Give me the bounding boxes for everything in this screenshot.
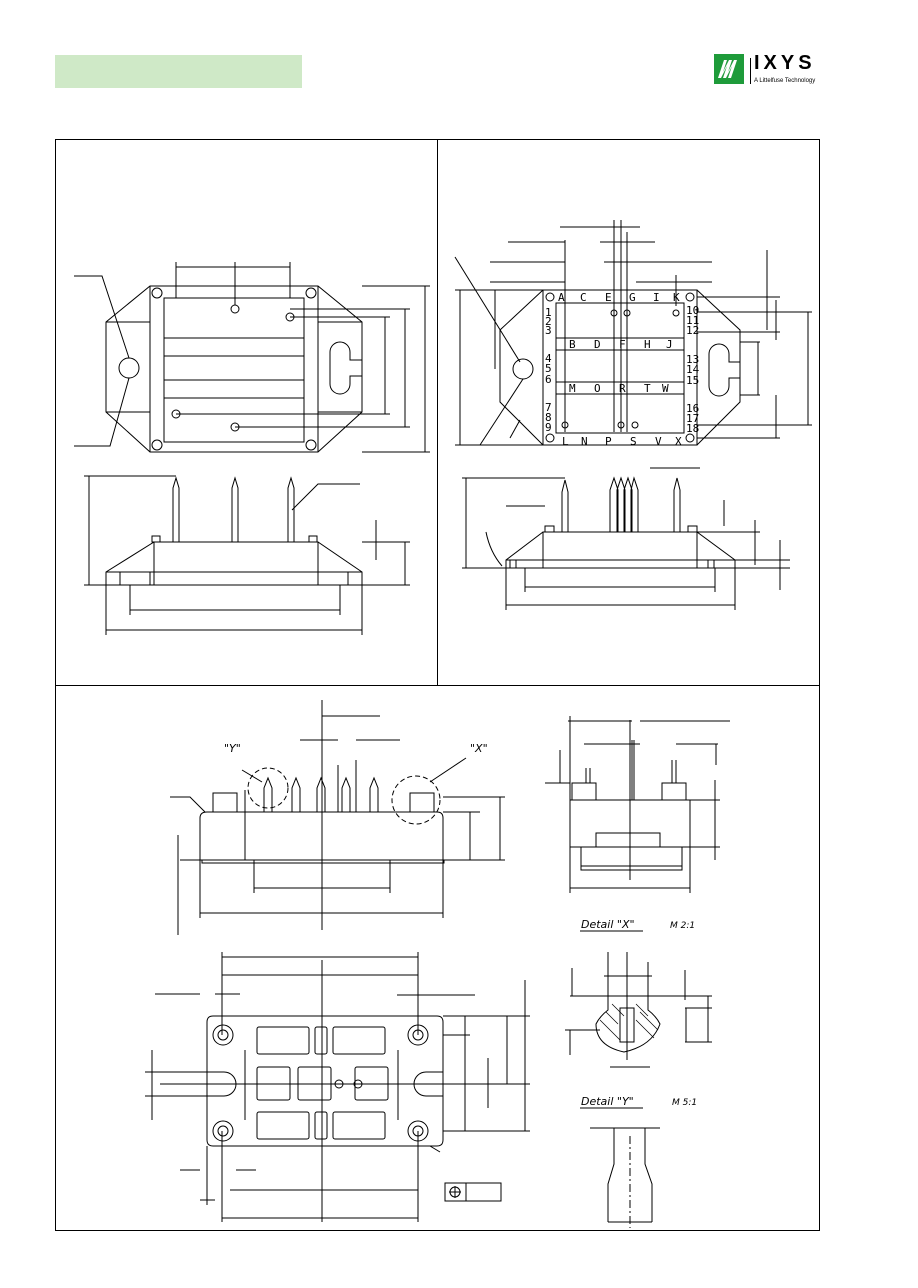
pin-number-11: 11 [686, 314, 699, 327]
pin-letter-k: K [673, 291, 680, 304]
pin-letter-h: H [644, 338, 651, 351]
pin-letter-b: B [569, 338, 576, 351]
pin-letter-o: O [594, 382, 601, 395]
pin-letter-g: G [629, 291, 636, 304]
pin-number-10: 10 [686, 304, 699, 317]
pin-letter-r: R [619, 382, 626, 395]
pin-letter-t: T [644, 382, 651, 395]
pin-letter-s: S [630, 435, 637, 448]
detail-x-scale: M 2:1 [670, 921, 695, 931]
pin-letter-e: E [605, 291, 612, 304]
pin-letter-p: P [605, 435, 612, 448]
bottom-side-view [545, 716, 730, 893]
detail-x-callout: "X" [470, 742, 488, 755]
title-bar [55, 55, 302, 88]
top-left-top-view [74, 262, 430, 453]
detail-y-scale: M 5:1 [672, 1098, 697, 1108]
pin-letter-a: A [558, 291, 565, 304]
top-right-top-view [454, 220, 812, 446]
pin-number-2: 2 [545, 315, 552, 328]
detail-y-view [590, 1127, 660, 1228]
bottom-top-view [145, 952, 530, 1222]
top-left-side-view [84, 475, 410, 635]
pin-number-7: 7 [545, 401, 552, 414]
detail-x-view [565, 952, 712, 1068]
pin-number-9: 9 [545, 421, 552, 434]
ixys-mark-icon [714, 54, 744, 84]
pin-number-13: 13 [686, 353, 699, 366]
pin-letter-f: F [619, 338, 626, 351]
pin-letter-w: W [662, 382, 669, 395]
pin-number-18: 18 [686, 422, 699, 435]
pin-letter-j: J [666, 338, 673, 351]
detail-x-title: Detail "X" [581, 918, 635, 931]
pin-number-5: 5 [545, 362, 552, 375]
pin-number-14: 14 [686, 363, 700, 376]
pin-number-17: 17 [686, 412, 699, 425]
pin-number-16: 16 [686, 402, 699, 415]
pin-letter-c: C [580, 291, 587, 304]
top-right-pin-labels: A C E G I K L N P S V X 1 2 3 4 5 6 7 8 … [545, 291, 700, 448]
pin-number-4: 4 [545, 352, 552, 365]
ixys-logo: IXYS A Littelfuse Technology [714, 52, 824, 88]
pin-number-1: 1 [545, 306, 552, 319]
bottom-front-view [170, 700, 505, 935]
pin-letter-d: D [594, 338, 601, 351]
pin-number-8: 8 [545, 411, 552, 424]
pin-letter-n: N [581, 435, 588, 448]
pin-letter-m: M [569, 382, 576, 395]
pin-letter-i: I [653, 291, 660, 304]
brand-subtitle: A Littelfuse Technology [754, 78, 816, 84]
detail-y-title: Detail "Y" [581, 1095, 634, 1108]
pin-letter-x: X [675, 435, 682, 448]
detail-titles: Detail "X" M 2:1 Detail "Y" M 5:1 [581, 918, 697, 1108]
detail-y-callout: "Y" [224, 742, 241, 755]
pin-number-15: 15 [686, 374, 699, 387]
pin-number-12: 12 [686, 324, 699, 337]
pin-letter-v: V [655, 435, 662, 448]
pin-number-6: 6 [545, 373, 552, 386]
pin-number-3: 3 [545, 324, 552, 337]
bottom-front-callouts: "Y" "X" [224, 742, 488, 755]
brand-name: IXYS [754, 52, 816, 74]
top-right-side-view [462, 467, 790, 610]
pin-letter-l: L [562, 435, 569, 448]
